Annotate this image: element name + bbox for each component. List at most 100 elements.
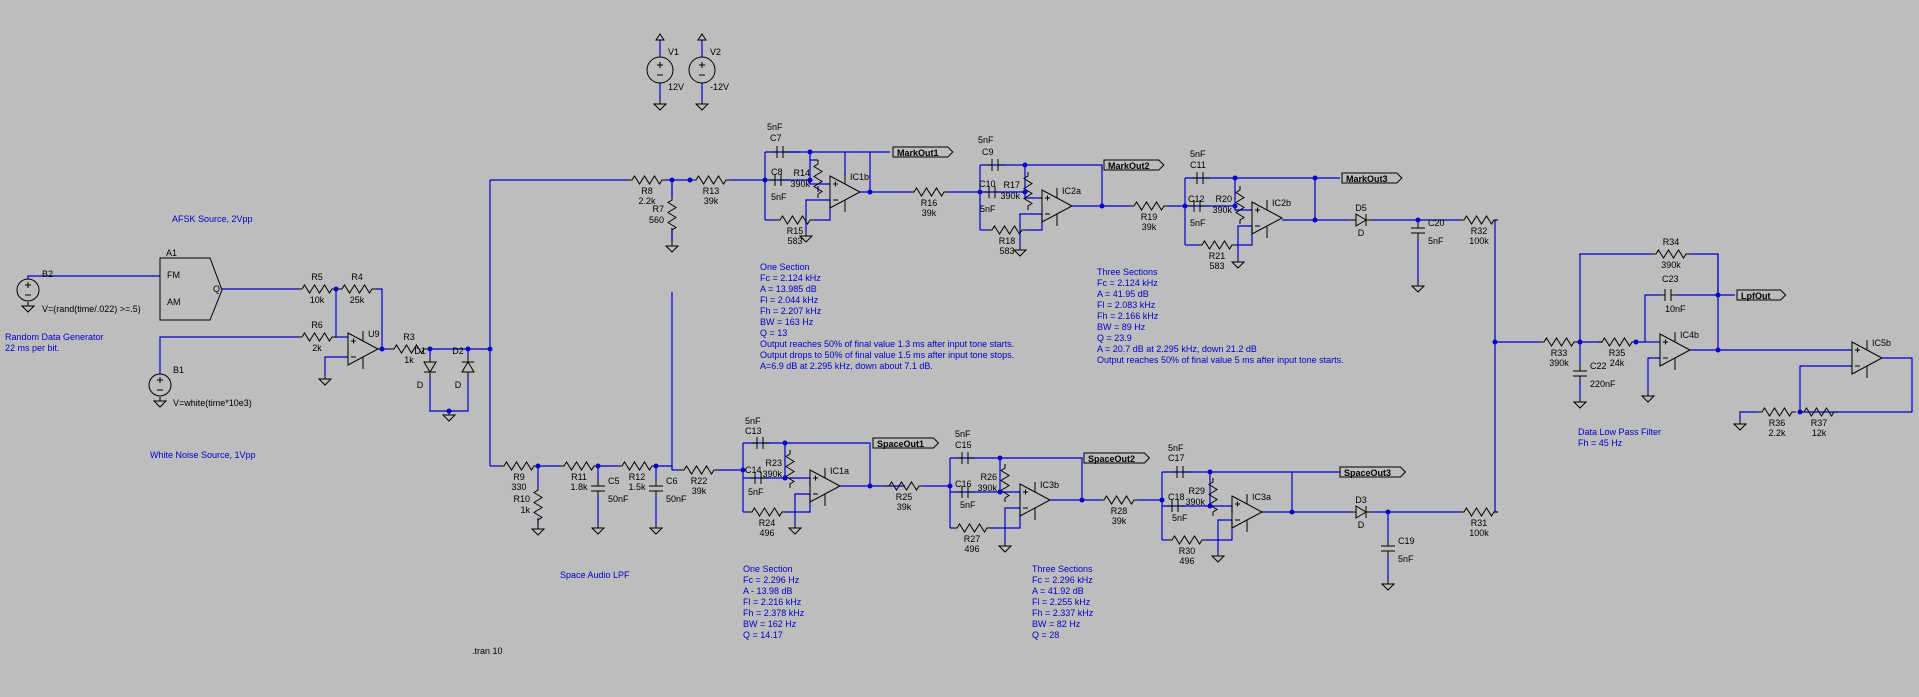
junction-dot (1492, 339, 1498, 345)
ref-ic3b: IC3b (1040, 480, 1059, 490)
resistor-r8 (628, 175, 666, 185)
resistor-r31 (1460, 507, 1498, 517)
ref-r6: R6 (311, 320, 323, 330)
value-c12: 5nF (1190, 218, 1206, 228)
junction-dot (1289, 509, 1295, 515)
value-c20: 5nF (1428, 236, 1444, 246)
resistor-r27 (953, 523, 991, 533)
note-line: Fc = 2.296 Hz (743, 575, 800, 585)
value-r8: 2.2k (638, 196, 656, 206)
note-line: BW = 82 Hz (1032, 619, 1081, 629)
note-line: Fl = 2.216 kHz (743, 597, 802, 607)
ref-r36: R36 (1769, 418, 1786, 428)
value-c23: 10nF (1665, 304, 1686, 314)
ref-c16: C16 (955, 479, 972, 489)
capacitor-c10 (984, 186, 1000, 198)
value-r27: 496 (964, 544, 979, 554)
ref-c6: C6 (666, 476, 678, 486)
resistor-r28 (1100, 495, 1138, 505)
wire (814, 200, 831, 221)
ref-r9: R9 (513, 472, 525, 482)
ref-c10: C10 (979, 179, 996, 189)
resistor-r33 (1540, 337, 1578, 347)
note-line: Fh = 45 Hz (1578, 438, 1623, 448)
resistor-r23 (785, 450, 795, 488)
resistor-r21 (1198, 240, 1236, 250)
resistor-r26 (1000, 464, 1010, 502)
wire (27, 275, 160, 279)
diode-d5 (1350, 213, 1372, 227)
ref-r28: R28 (1111, 506, 1128, 516)
resistor-r13 (692, 175, 730, 185)
capacitor-c14 (750, 472, 766, 484)
ground-symbol (1572, 398, 1588, 409)
capacitor-c12 (1189, 200, 1205, 212)
a1-fm-pin: FM (167, 270, 180, 280)
ref-r32: R32 (1471, 226, 1488, 236)
capacitor-c7 (772, 146, 788, 158)
ref-r15: R15 (787, 226, 804, 236)
resistor-r35 (1598, 337, 1636, 347)
ref-c12: C12 (1188, 194, 1205, 204)
capacitor-c17 (1172, 466, 1188, 478)
wire (1579, 253, 1652, 342)
value-r29: 390k (1185, 497, 1205, 507)
ref-c22: C22 (1590, 361, 1607, 371)
ref-d1: D1 (414, 346, 426, 356)
ref-ic2b: IC2b (1272, 198, 1291, 208)
ground-symbol (648, 524, 664, 535)
resistor-r30 (1168, 535, 1206, 545)
labels: B2V=(rand(time/.022) >=.5)Random Data Ge… (5, 47, 1891, 656)
note-line: A = 20.7 dB at 2.295 kHz, down 21.2 dB (1097, 344, 1257, 354)
opamp-pins (813, 475, 818, 495)
wire (1636, 294, 1660, 343)
ref-d3: D3 (1355, 495, 1367, 505)
value-c11: 5nF (1190, 149, 1206, 159)
junction-dot (977, 189, 983, 195)
wire (786, 494, 811, 513)
note-line: BW = 89 Hz (1097, 322, 1146, 332)
ground-symbol (1640, 392, 1656, 403)
junction-dot (427, 346, 433, 352)
junction-dot (997, 489, 1003, 495)
junction-dot (333, 286, 339, 292)
ref-c15: C15 (955, 440, 972, 450)
ref-d2: D2 (452, 346, 464, 356)
wires (27, 40, 1913, 580)
resistor-r15 (776, 215, 814, 225)
junction-dot (1079, 497, 1085, 503)
ref-c7: C7 (770, 133, 782, 143)
wire (766, 477, 811, 486)
ground-symbol (664, 242, 680, 253)
ground-symbol (1012, 246, 1028, 257)
value-c19: 5nF (1398, 554, 1414, 564)
ref-r18: R18 (999, 236, 1016, 246)
junctions (333, 149, 1803, 515)
wire (1217, 519, 1232, 552)
resistor-r11 (560, 461, 598, 471)
note-line: Fc = 2.296 kHz (1032, 575, 1093, 585)
value-r35: 24k (1610, 358, 1625, 368)
voltage-source (646, 56, 674, 84)
noise-label: White Noise Source, 1Vpp (150, 450, 256, 460)
note-line: Fl = 2.255 kHz (1032, 597, 1091, 607)
flag-spaceout2: SpaceOut2 (1088, 454, 1135, 464)
diode-d2 (461, 356, 475, 378)
tran-directive: .tran 10 (472, 646, 503, 656)
junction-dot (379, 346, 385, 352)
wire (429, 378, 469, 412)
ref-ic2a: IC2a (1062, 186, 1081, 196)
junction-dot (782, 440, 788, 446)
junction-dot (595, 463, 601, 469)
value-d2: D (455, 380, 462, 390)
diode-d1 (423, 356, 437, 378)
wire (1237, 225, 1252, 258)
ref-u9: U9 (368, 329, 380, 339)
resistor-r36 (1758, 407, 1796, 417)
capacitor-c11 (1192, 172, 1208, 184)
ref-b1: B1 (173, 365, 184, 375)
wire (1026, 214, 1043, 231)
value-d1: D (417, 380, 424, 390)
ref-c14: C14 (745, 465, 762, 475)
